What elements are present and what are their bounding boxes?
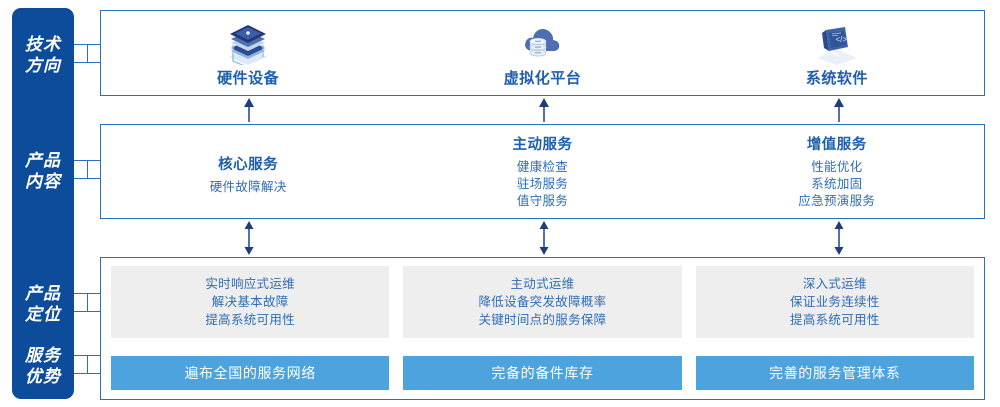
position-line: 实时响应式运维: [205, 277, 295, 291]
position-line: 解决基本故障: [211, 295, 289, 309]
arrow-up-hardware: [239, 98, 259, 122]
connector-line: [74, 311, 100, 312]
arrow-updown-proactive: [534, 221, 554, 255]
sidebar-label-line1: 产品: [25, 284, 61, 303]
advantage-bar[interactable]: 完备的备件库存: [403, 356, 682, 390]
position-line: 降低设备突发故障概率: [478, 295, 607, 309]
tech-column-virtualization[interactable]: 虚拟化平台: [395, 11, 689, 95]
product-item: 硬件故障解决: [209, 180, 287, 194]
sidebar-label-line2: 方向: [25, 56, 61, 75]
product-item: 健康检查: [516, 160, 569, 174]
advantage-bar-group: 遍布全国的服务网络 完备的备件库存 完善的服务管理体系: [111, 356, 974, 390]
product-title: 主动服务: [512, 137, 573, 153]
product-column-core[interactable]: 核心服务 硬件故障解决: [101, 147, 395, 196]
arrow-updown-core: [239, 221, 259, 255]
product-column-proactive[interactable]: 主动服务 健康检查 驻场服务 值守服务: [395, 133, 689, 210]
product-title: 增值服务: [806, 137, 867, 153]
tech-label: 系统软件: [805, 69, 868, 87]
connector-line: [87, 355, 88, 373]
position-box-group: 实时响应式运维 解决基本故障 提高系统可用性 主动式运维 降低设备突发故障概率 …: [111, 266, 974, 338]
position-line: 保证业务连续性: [790, 295, 880, 309]
tech-label: 硬件设备: [217, 69, 280, 87]
tech-direction-panel: 硬件设备: [100, 10, 985, 96]
sidebar-item-product-content[interactable]: 产品 内容: [12, 150, 74, 192]
sidebar: 技术 方向 产品 内容 产品 定位 服务 优势: [12, 8, 74, 399]
sidebar-item-service-advantage[interactable]: 服务 优势: [12, 345, 74, 387]
sidebar-item-product-position[interactable]: 产品 定位: [12, 283, 74, 325]
advantage-bar[interactable]: 遍布全国的服务网络: [111, 356, 390, 390]
product-column-value-added[interactable]: 增值服务 性能优化 系统加固 应急预演服务: [690, 133, 984, 210]
sidebar-item-tech-direction[interactable]: 技术 方向: [12, 34, 74, 76]
server-stack-icon: [220, 21, 276, 65]
product-item: 应急预演服务: [798, 194, 876, 208]
position-line: 提高系统可用性: [790, 313, 880, 327]
sidebar-label-line1: 产品: [25, 151, 61, 170]
svg-text:</>: </>: [835, 35, 847, 44]
tech-column-system-software[interactable]: </> 系统软件: [690, 11, 984, 95]
sidebar-label-line1: 服务: [25, 346, 61, 365]
connector-line: [87, 44, 88, 62]
position-line: 深入式运维: [802, 277, 867, 291]
arrow-up-virtualization: [534, 98, 554, 122]
sidebar-label-line2: 定位: [25, 305, 61, 324]
position-box[interactable]: 深入式运维 保证业务连续性 提高系统可用性: [695, 266, 974, 338]
sidebar-label-line2: 优势: [25, 367, 61, 386]
tech-column-hardware[interactable]: 硬件设备: [101, 11, 395, 95]
position-box[interactable]: 实时响应式运维 解决基本故障 提高系统可用性: [111, 266, 390, 338]
connector-line: [74, 178, 100, 179]
product-item: 驻场服务: [516, 177, 569, 191]
arrow-up-system-software: [829, 98, 849, 122]
product-title: 核心服务: [218, 157, 279, 173]
product-item: 值守服务: [516, 194, 569, 208]
position-line: 关键时间点的服务保障: [478, 313, 607, 327]
sidebar-label-line1: 技术: [25, 35, 61, 54]
connector-line: [87, 293, 88, 311]
sidebar-label-line2: 内容: [25, 172, 61, 191]
connector-line: [74, 62, 100, 63]
product-position-panel: 实时响应式运维 解决基本故障 提高系统可用性 主动式运维 降低设备突发故障概率 …: [100, 257, 985, 400]
position-line: 主动式运维: [510, 277, 575, 291]
product-item: 性能优化: [811, 160, 863, 174]
position-box[interactable]: 主动式运维 降低设备突发故障概率 关键时间点的服务保障: [403, 266, 682, 338]
arrow-updown-value-added: [829, 221, 849, 255]
position-line: 提高系统可用性: [205, 313, 295, 327]
tech-label: 虚拟化平台: [503, 69, 582, 87]
laptop-code-icon: </>: [809, 21, 865, 65]
connector-line: [87, 160, 88, 178]
connector-line: [74, 373, 100, 374]
product-content-panel: 核心服务 硬件故障解决 主动服务 健康检查 驻场服务 值守服务 增值服务 性能优…: [100, 124, 985, 219]
product-item: 系统加固: [811, 177, 863, 191]
cloud-database-icon: [514, 21, 570, 65]
advantage-bar[interactable]: 完善的服务管理体系: [695, 356, 974, 390]
